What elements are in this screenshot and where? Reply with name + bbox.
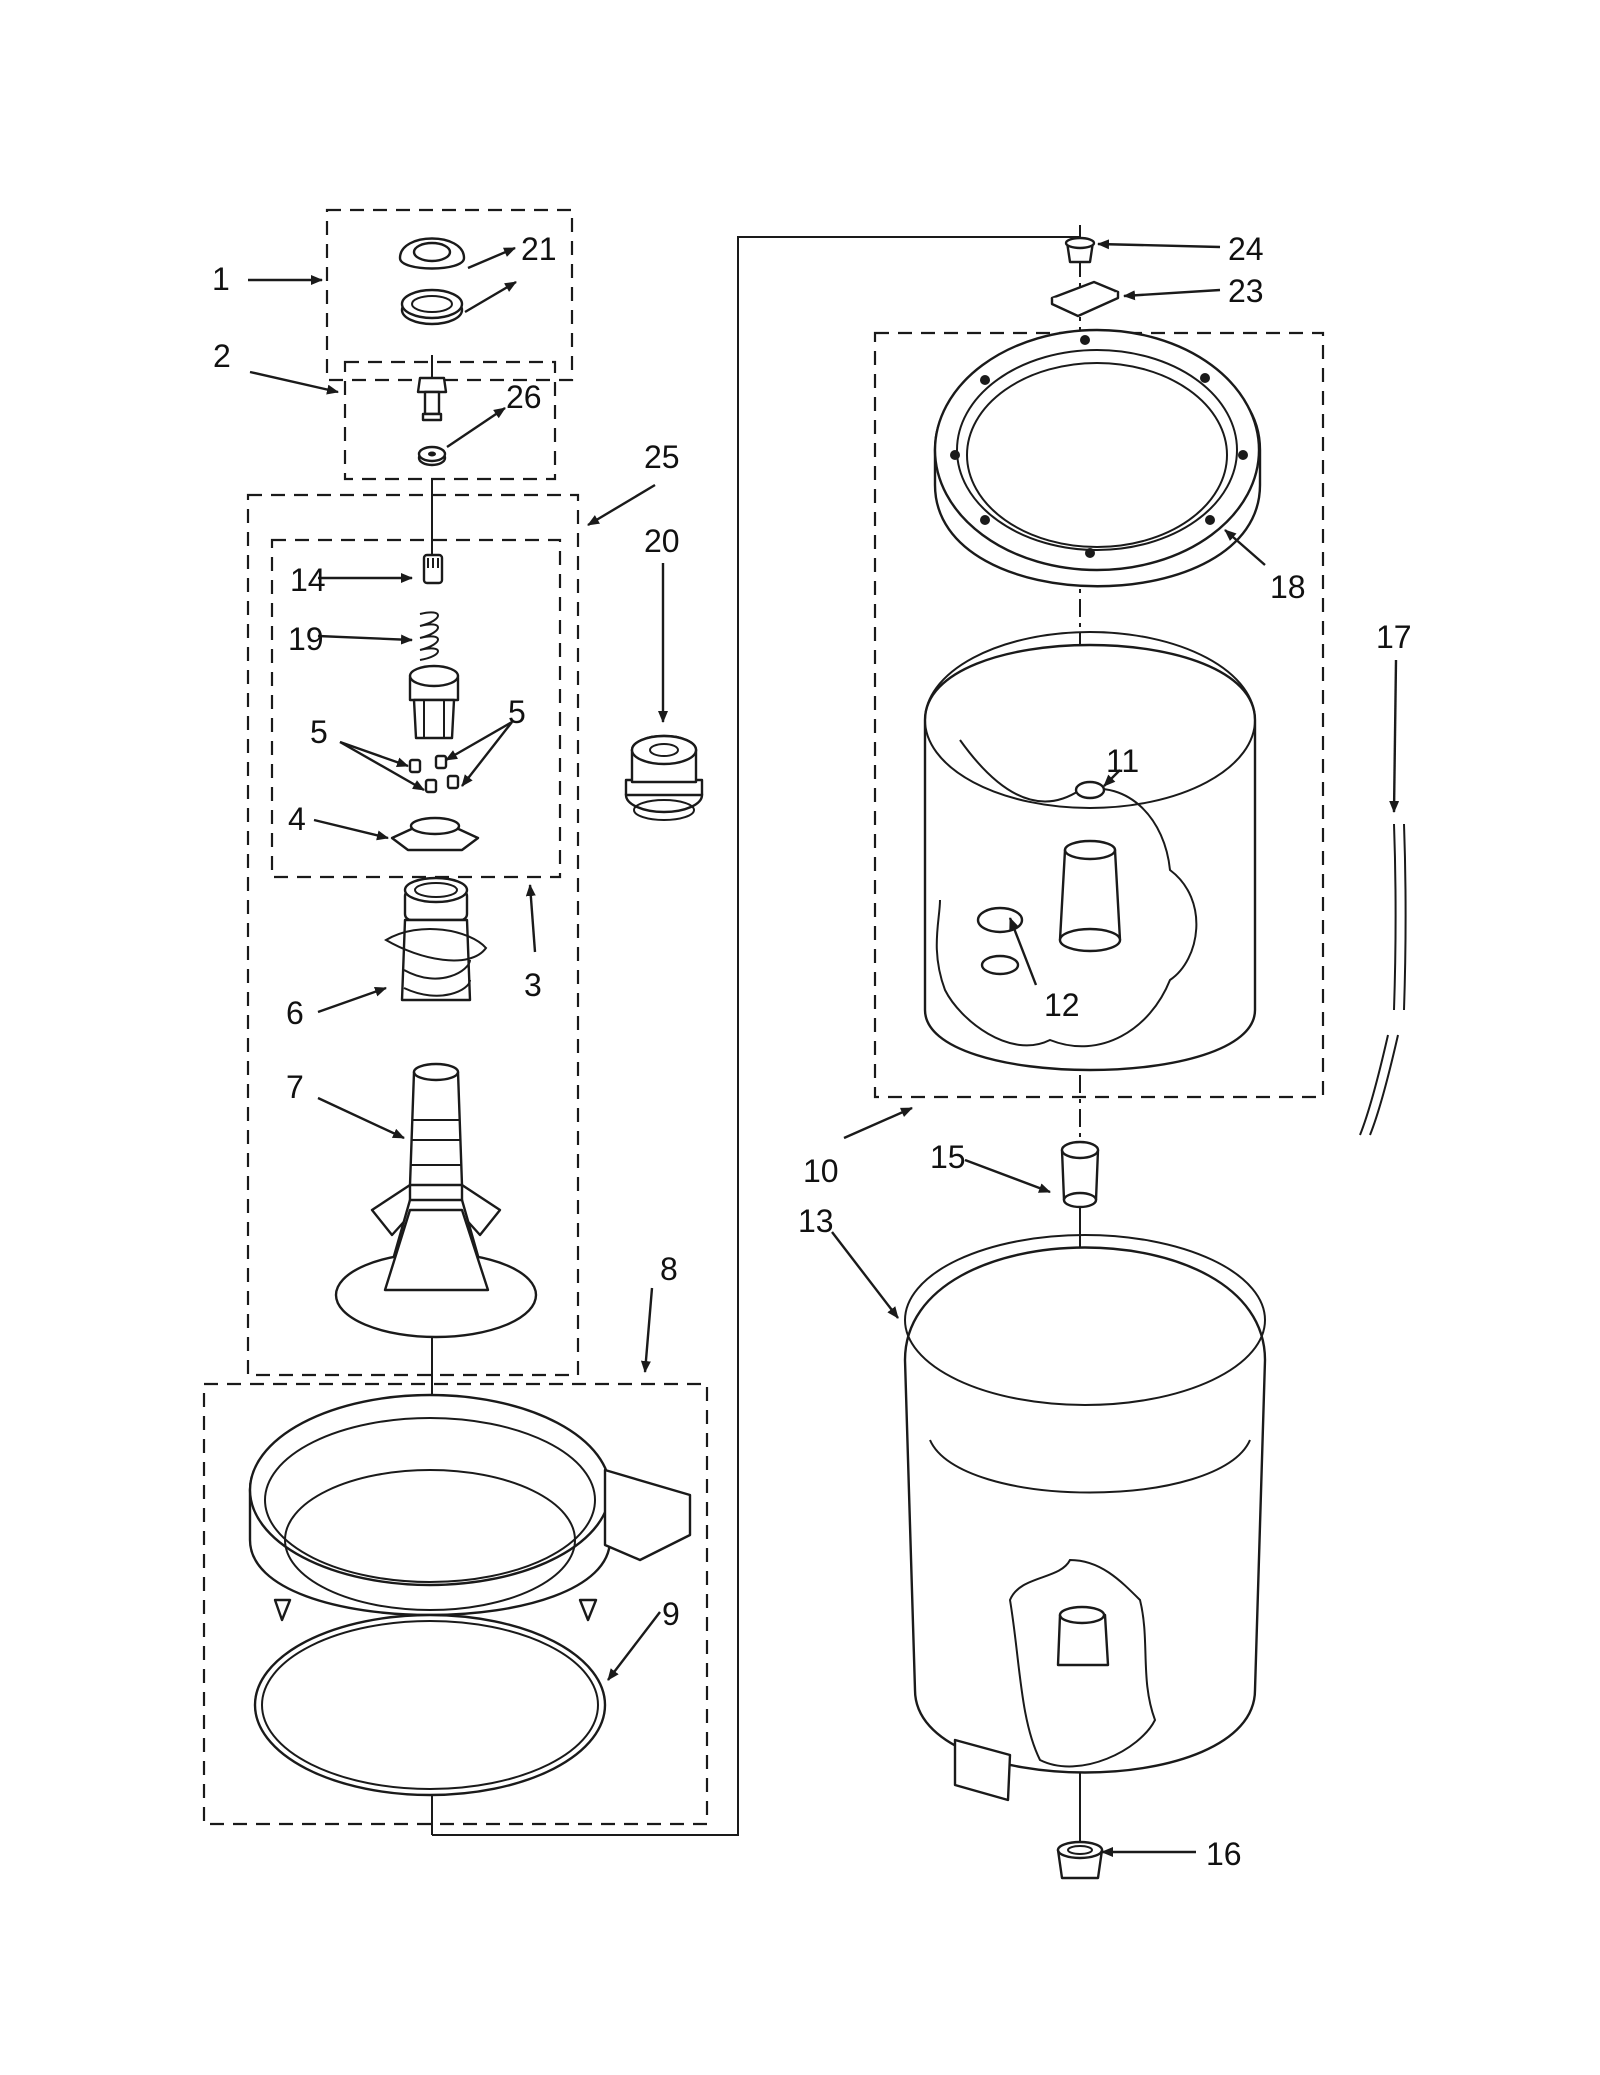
part-13-outer-tub xyxy=(903,1234,1267,1802)
callout-2: 2 xyxy=(213,338,231,374)
part-14-cap-screw xyxy=(422,553,444,585)
callout-21: 21 xyxy=(521,231,557,267)
callout-6: 6 xyxy=(286,995,304,1031)
group-box-10 xyxy=(873,331,1325,1099)
group-box-1 xyxy=(325,208,574,382)
callout-16: 16 xyxy=(1206,1836,1242,1872)
leader-lines xyxy=(248,239,1400,1857)
callout-19: 19 xyxy=(288,621,324,657)
part-2-bolt xyxy=(416,376,448,422)
group-box-2 xyxy=(343,360,557,481)
part-26-washer xyxy=(417,445,447,467)
part-19-spring xyxy=(419,611,439,661)
callout-5-right: 5 xyxy=(508,694,526,730)
callout-3: 3 xyxy=(524,967,542,1003)
callout-5-left: 5 xyxy=(310,714,328,750)
part-24-clip xyxy=(1064,236,1096,264)
callout-25: 25 xyxy=(644,439,680,475)
part-15-bushing xyxy=(1060,1140,1100,1209)
part-23-bracket xyxy=(1050,280,1120,318)
callout-labels: 1 2 3 4 5 5 6 7 8 9 10 11 12 13 14 15 16… xyxy=(212,231,1412,1872)
group-box-25 xyxy=(246,493,580,1377)
callout-11: 11 xyxy=(1106,743,1139,779)
part-18-balance-ring xyxy=(933,328,1262,588)
part-6-auger-spiral xyxy=(384,876,488,1002)
callout-1: 1 xyxy=(212,261,230,297)
group-boxes xyxy=(202,208,1325,1826)
callout-15: 15 xyxy=(930,1139,966,1175)
callout-17: 17 xyxy=(1376,619,1412,655)
part-4-retainer xyxy=(390,816,480,852)
part-20-seal xyxy=(624,734,704,821)
part-10-spin-basket xyxy=(923,631,1257,1072)
part-17-hose xyxy=(1359,823,1407,1136)
callout-20: 20 xyxy=(644,523,680,559)
callout-24: 24 xyxy=(1228,231,1264,267)
callout-8: 8 xyxy=(660,1251,678,1287)
callout-12: 12 xyxy=(1044,987,1080,1023)
callout-10: 10 xyxy=(803,1153,839,1189)
part-21-seal xyxy=(400,288,464,326)
part-8-tub-ring xyxy=(248,1393,692,1662)
callout-14: 14 xyxy=(290,562,326,598)
part-16-plug xyxy=(1056,1840,1104,1880)
callout-18: 18 xyxy=(1270,569,1306,605)
callout-4: 4 xyxy=(288,801,306,837)
callout-23: 23 xyxy=(1228,273,1264,309)
part-5-dogs xyxy=(408,754,460,794)
group-box-8 xyxy=(202,1382,709,1826)
group-box-3 xyxy=(270,538,562,879)
callout-9: 9 xyxy=(662,1596,680,1632)
callout-26: 26 xyxy=(506,379,542,415)
part-7-agitator xyxy=(334,1062,538,1339)
callout-13: 13 xyxy=(798,1203,834,1239)
callout-7: 7 xyxy=(286,1069,304,1105)
part-dog-cam xyxy=(408,664,460,740)
part-9-gasket xyxy=(253,1613,607,1797)
part-1-cap xyxy=(398,237,466,270)
